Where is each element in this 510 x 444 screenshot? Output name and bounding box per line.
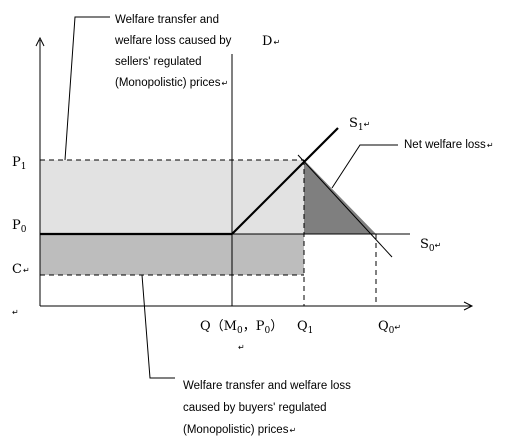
- top-annotation-pointer: [64, 16, 110, 161]
- net-welfare-loss-triangle: [304, 160, 376, 234]
- p0-label: P0: [12, 218, 27, 235]
- s1-supply-line: [231, 127, 339, 235]
- top-annotation-line-3: sellers' regulated: [115, 56, 202, 68]
- p1-label: P1: [12, 155, 26, 172]
- c-label: C↵: [12, 262, 30, 277]
- demand-label: D↵: [262, 34, 280, 49]
- s0-label: S0↵: [420, 237, 441, 254]
- bottom-annotation: Welfare transfer and welfare loss caused…: [183, 380, 351, 436]
- bottom-annotation-line-2: caused by buyers' regulated: [183, 402, 326, 414]
- top-annotation-line-4: (Monopolistic) prices↵: [115, 77, 228, 89]
- upper-welfare-region: [40, 160, 304, 234]
- top-annotation-line-2: welfare loss caused by: [114, 35, 232, 47]
- y-axis-arrow: [35, 36, 45, 47]
- origin-return-mark: ↵: [12, 308, 19, 317]
- q0-label: Q0↵: [378, 319, 401, 336]
- net-loss-pointer: [331, 144, 398, 189]
- lower-welfare-region: [40, 234, 304, 275]
- net-welfare-loss-label: Net welfare loss↵: [404, 139, 494, 151]
- x-axis-arrow: [463, 301, 474, 311]
- demand-line: [297, 154, 393, 258]
- s1-label: S1↵: [349, 116, 370, 133]
- q1-label: Q1: [297, 319, 313, 336]
- top-annotation: Welfare transfer and welfare loss caused…: [114, 14, 232, 89]
- bottom-annotation-pointer: [141, 274, 175, 379]
- q-m0-p0-label: Q（M0，P0）: [200, 319, 283, 336]
- bottom-return-mark: ↵: [238, 343, 245, 352]
- top-annotation-line-1: Welfare transfer and: [115, 14, 219, 26]
- bottom-annotation-line-3: (Monopolistic) prices↵: [183, 424, 296, 436]
- bottom-annotation-line-1: Welfare transfer and welfare loss: [183, 380, 351, 392]
